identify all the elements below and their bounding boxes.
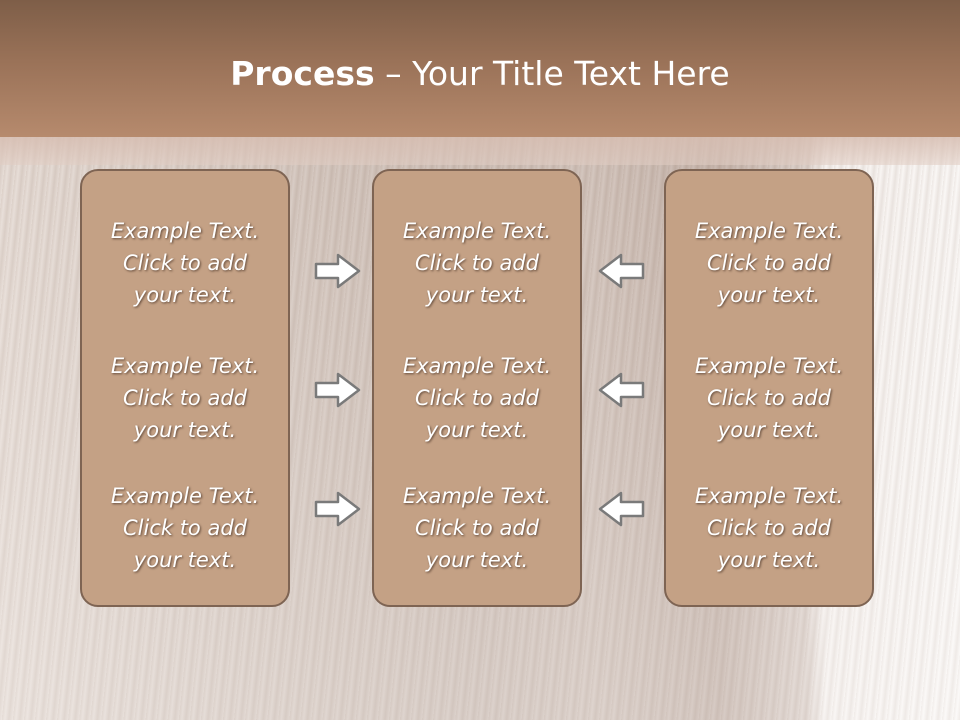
text-block[interactable]: Example Text. Click to add your text. xyxy=(666,350,872,446)
text-line: your text. xyxy=(133,548,237,572)
text-line: your text. xyxy=(717,418,821,442)
process-box-left[interactable]: Example Text. Click to add your text. Ex… xyxy=(80,169,290,607)
text-line: Click to add xyxy=(414,251,539,275)
text-line: Click to add xyxy=(122,386,247,410)
left-arrow-icon xyxy=(598,491,645,527)
title-bold: Process xyxy=(230,54,375,93)
text-block[interactable]: Example Text. Click to add your text. xyxy=(82,350,288,446)
text-line: Example Text. xyxy=(402,219,552,243)
text-line: Click to add xyxy=(414,516,539,540)
text-line: Example Text. xyxy=(402,484,552,508)
text-line: Click to add xyxy=(706,251,831,275)
text-line: Example Text. xyxy=(694,354,844,378)
text-line: your text. xyxy=(717,283,821,307)
text-line: Example Text. xyxy=(402,354,552,378)
text-line: Example Text. xyxy=(694,484,844,508)
text-block[interactable]: Example Text. Click to add your text. xyxy=(374,480,580,576)
text-block[interactable]: Example Text. Click to add your text. xyxy=(374,215,580,311)
text-block[interactable]: Example Text. Click to add your text. xyxy=(374,350,580,446)
title-rest: – Your Title Text Here xyxy=(374,54,730,93)
text-line: Click to add xyxy=(706,516,831,540)
right-arrow-icon xyxy=(314,491,361,527)
text-block[interactable]: Example Text. Click to add your text. xyxy=(82,480,288,576)
text-line: Click to add xyxy=(414,386,539,410)
title-bar: Process – Your Title Text Here xyxy=(0,0,960,137)
left-arrow-icon xyxy=(598,253,645,289)
text-line: your text. xyxy=(133,418,237,442)
text-line: Example Text. xyxy=(110,219,260,243)
text-line: your text. xyxy=(133,283,237,307)
text-line: Example Text. xyxy=(110,354,260,378)
text-block[interactable]: Example Text. Click to add your text. xyxy=(666,480,872,576)
text-line: your text. xyxy=(425,283,529,307)
slide-title: Process – Your Title Text Here xyxy=(0,52,960,96)
text-line: Example Text. xyxy=(694,219,844,243)
text-line: Click to add xyxy=(122,516,247,540)
left-arrow-icon xyxy=(598,372,645,408)
text-line: your text. xyxy=(425,418,529,442)
text-line: Click to add xyxy=(706,386,831,410)
right-arrow-icon xyxy=(314,372,361,408)
right-arrow-icon xyxy=(314,253,361,289)
text-line: Example Text. xyxy=(110,484,260,508)
text-line: your text. xyxy=(425,548,529,572)
header-strip xyxy=(0,137,960,165)
process-box-center[interactable]: Example Text. Click to add your text. Ex… xyxy=(372,169,582,607)
text-block[interactable]: Example Text. Click to add your text. xyxy=(82,215,288,311)
text-block[interactable]: Example Text. Click to add your text. xyxy=(666,215,872,311)
text-line: Click to add xyxy=(122,251,247,275)
text-line: your text. xyxy=(717,548,821,572)
process-box-right[interactable]: Example Text. Click to add your text. Ex… xyxy=(664,169,874,607)
